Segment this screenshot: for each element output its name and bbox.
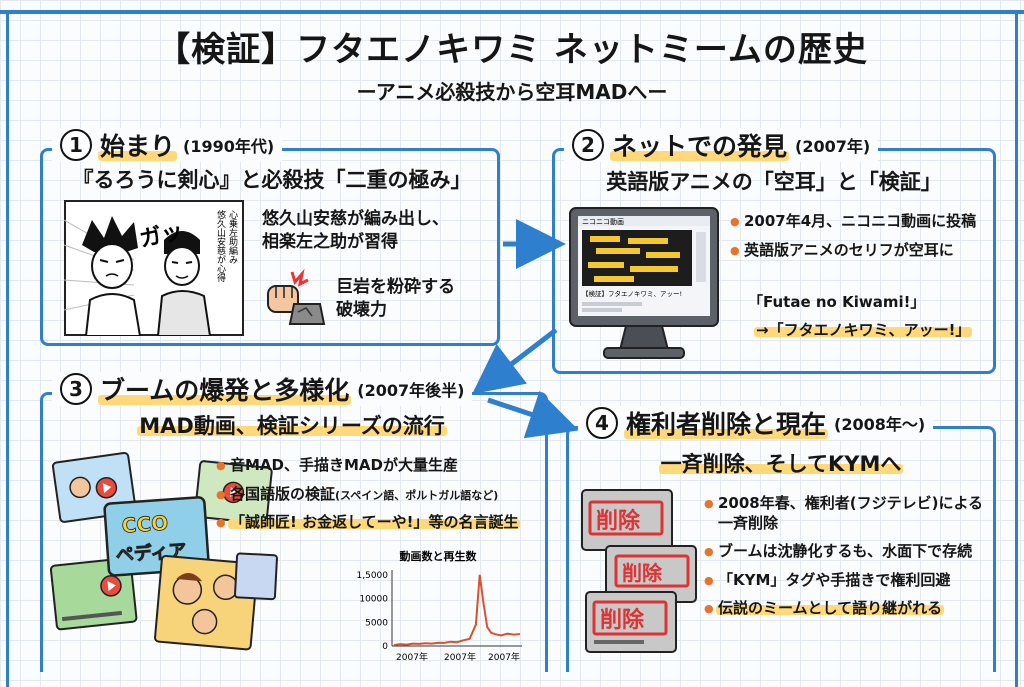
panel-boom-title: ブームの爆発と多様化 [97, 371, 352, 407]
chart-series-line [393, 574, 521, 646]
frame-right-border [1015, 10, 1018, 687]
origin-power-text: 巨岩を粉砕する 破壊力 [336, 276, 455, 322]
discovery-bullet: 英語版アニメのセリフが空耳に [730, 241, 992, 261]
origin-text-3: 巨岩を粉砕する [336, 277, 455, 297]
panel-origin-subtitle: 『るろうに剣心』と必殺技「二重の極み」 [72, 168, 472, 192]
step-number-1: 1 [60, 129, 92, 161]
page-title: 【検証】フタエノキワミ ネットミームの歴史 [156, 30, 868, 70]
boom-bullet-main: 音MAD、手描きMADが大量生産 [230, 456, 458, 474]
deletion-bullet: 2008年春、権利者(フジテレビ)による一斉削除 [704, 494, 994, 533]
screen-video-title: 【検証】フタエノキワミ、アッー! [582, 289, 682, 298]
discovery-quote-en: 「Futae no Kiwami!」 [748, 293, 926, 311]
discovery-quote-jp-text: →「フタエノキワミ、アッー!」 [756, 321, 971, 339]
boom-bullet: 音MAD、手描きMADが大量生産 [216, 456, 546, 476]
panel-discovery-year: (2007年) [795, 137, 871, 156]
monitor-icon: ニコニコ動画 【検証】フタエノキワミ、アッー! [569, 207, 719, 359]
origin-text-block: 悠久山安慈が編み出し、 相楽左之助が習得 [262, 208, 449, 254]
deleted-stamp-2: 削除 [622, 561, 663, 585]
panel-discovery-title: ネットでの発見 [609, 127, 790, 163]
deleted-stamp-1: 削除 [596, 508, 641, 534]
chart-y-tick-label: 10000 [359, 595, 388, 605]
boom-bullet: 各国語版の検証(スペイン語、ポルトガル語など) [216, 485, 546, 505]
boom-bullet-main: 各国語版の検証 [230, 484, 336, 503]
panel-boom-header: 3 ブームの爆発と多様化 (2007年後半) [52, 371, 473, 407]
panel-deletion-title: 権利者削除と現在 [623, 405, 829, 441]
views-line-chart: 動画数と再生数 0 5000 10000 1,5000 2007年 2007年 2007年 [357, 549, 522, 663]
frame-left-border [6, 10, 9, 687]
cco-pedia-title-1: CCO [121, 511, 169, 538]
boom-bullet-note: (スペイン語、ポルトガル語など) [335, 488, 499, 502]
chart-x-tick-label: 2007年 [488, 651, 520, 663]
manga-panel-image: ガッ 悠久山安慈が心得 心乗左助編み [64, 200, 244, 336]
panel-deletion-subtitle: 一斉削除、そしてKYMへ [660, 452, 902, 476]
manga-caption-1: 悠久山安慈が心得 [215, 209, 226, 282]
step-number-4: 4 [586, 407, 618, 439]
discovery-quote-jp: →「フタエノキワミ、アッー!」 [756, 320, 970, 340]
panel-boom-year: (2007年後半) [357, 381, 465, 400]
deletion-bullet-list: 2008年春、権利者(フジテレビ)による一斉削除 ブームは沈静化するも、水面下で… [704, 494, 994, 628]
panel-boom-subtitle-wrap: MAD動画、検証シリーズの流行 [52, 410, 532, 440]
chart-title: 動画数と再生数 [400, 549, 478, 563]
chart-y-tick-label: 5000 [365, 618, 388, 628]
origin-text-2: 相楽左之助が習得 [262, 231, 398, 252]
chart-x-tick-label: 2007年 [396, 651, 428, 663]
fist-icon [267, 268, 326, 325]
panel-discovery-header: 2 ネットでの発見 (2007年) [564, 127, 879, 163]
origin-text-1: 悠久山安慈が編み出し、 [262, 209, 449, 229]
deletion-bullet-text: 伝説のミームとして語り継がれる [718, 599, 943, 617]
discovery-bullet-list: 2007年4月、ニコニコ動画に投稿 英語版アニメのセリフが空耳に [730, 212, 992, 269]
step-number-2: 2 [572, 129, 604, 161]
video-thumbnail-icon: CCO ペディア [50, 451, 278, 651]
boom-bullet-list: 音MAD、手描きMADが大量生産 各国語版の検証(スペイン語、ポルトガル語など)… [216, 456, 546, 542]
page-subtitle: ーアニメ必殺技から空耳MADへー [356, 80, 668, 104]
panel-deletion-year: (2008年〜) [834, 415, 926, 434]
discovery-bullet: 2007年4月、ニコニコ動画に投稿 [730, 212, 992, 232]
panel-origin-year: (1990年代) [183, 137, 275, 156]
step-number-3: 3 [60, 373, 92, 405]
panel-deletion-header: 4 権利者削除と現在 (2008年〜) [578, 405, 934, 441]
deletion-bullet: ブームは沈静化するも、水面下で存続 [704, 542, 994, 562]
manga-caption-2: 心乗左助編み [227, 210, 238, 264]
deletion-bullet: 伝説のミームとして語り継がれる [704, 599, 994, 619]
deleted-stamp-3: 削除 [600, 607, 645, 633]
panel-discovery-subtitle: 英語版アニメの「空耳」と「検証」 [606, 170, 942, 194]
chart-x-tick-label: 2007年 [444, 651, 476, 663]
chart-y-tick-label: 1,5000 [357, 571, 389, 581]
chart-y-tick-label: 0 [382, 642, 388, 652]
panel-origin-title: 始まり [97, 127, 178, 163]
panel-deletion-subtitle-wrap: 一斉削除、そしてKYMへ [576, 448, 986, 478]
origin-text-4: 破壊力 [336, 299, 387, 320]
screen-site-name: ニコニコ動画 [582, 217, 624, 226]
deletion-bullet: 「KYM」タグや手描きで権利回避 [704, 571, 994, 591]
frame-top-border [0, 10, 1024, 14]
panel-boom-subtitle: MAD動画、検証シリーズの流行 [139, 414, 445, 438]
boom-bullet-main: 「誠師匠! お金返してーや!」等の名言誕生 [230, 513, 519, 531]
deleted-video-icon: 削除 削除 削除 [581, 489, 697, 653]
boom-bullet: 「誠師匠! お金返してーや!」等の名言誕生 [216, 513, 546, 533]
panel-origin-header: 1 始まり (1990年代) [52, 127, 283, 163]
